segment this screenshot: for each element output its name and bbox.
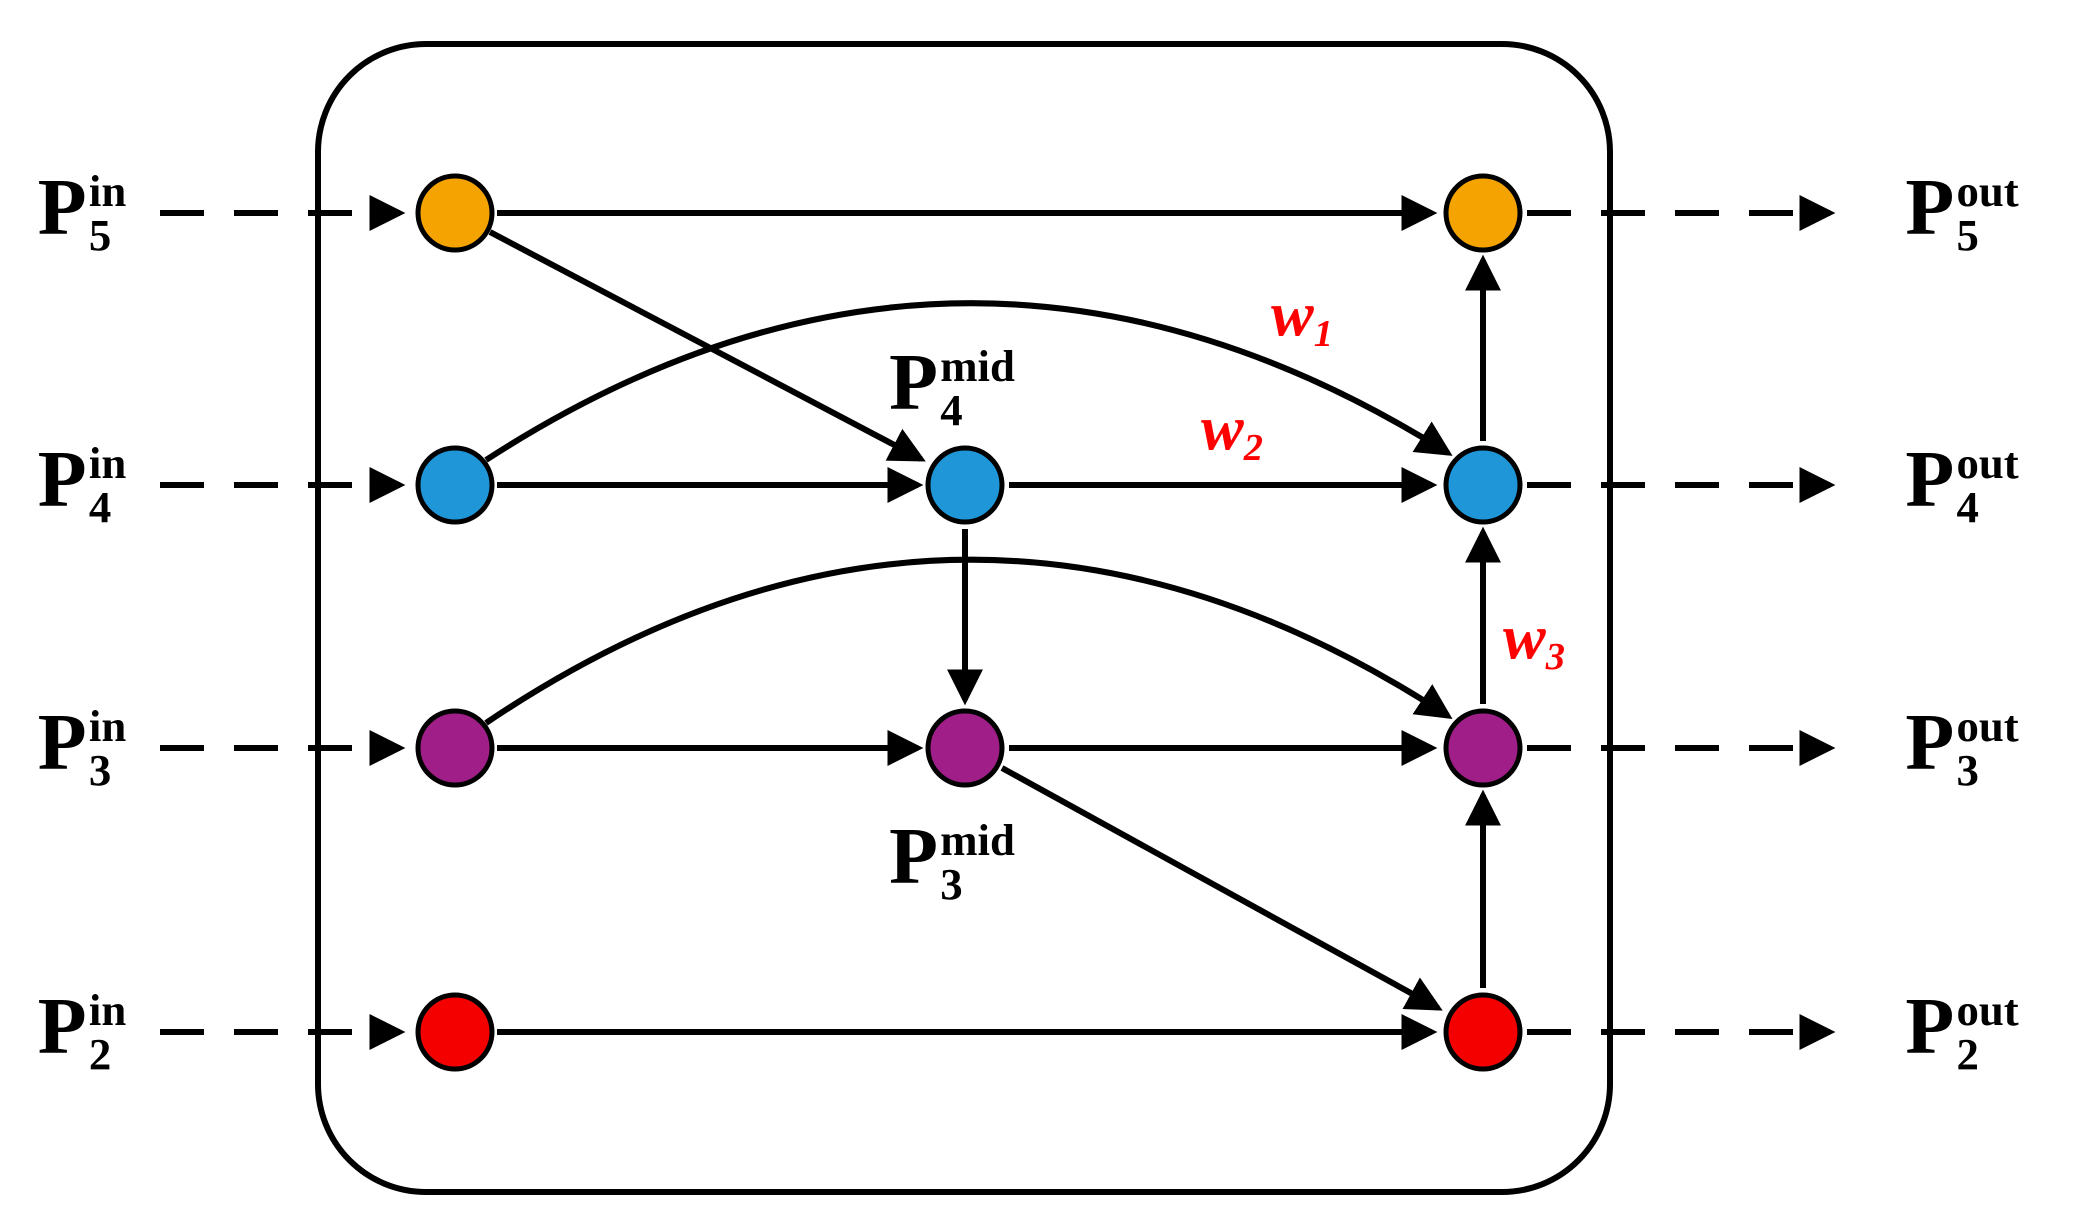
label-base: P xyxy=(37,982,87,1071)
label-base: P xyxy=(1905,982,1955,1071)
weight-sub: 3 xyxy=(1545,636,1565,679)
node-p4-out xyxy=(1443,445,1523,525)
label-sub: 3 xyxy=(88,745,112,796)
weight-base: w xyxy=(1503,601,1546,673)
label-sup: in xyxy=(88,984,127,1035)
label-base: P xyxy=(37,163,87,252)
label-w3: w3 xyxy=(1503,605,1565,676)
node-p4-mid xyxy=(925,445,1005,525)
label-sub: 2 xyxy=(1956,1029,1979,1080)
node-p2-in xyxy=(415,992,495,1072)
label-base: P xyxy=(1905,163,1955,252)
edge-p5in-p4mid xyxy=(488,229,926,462)
label-sub: 3 xyxy=(940,859,963,910)
edge-p3mid-p2out xyxy=(1000,765,1443,1011)
edge-p4in-p4out-skip xyxy=(484,300,1453,463)
label-w2: w2 xyxy=(1201,396,1263,467)
label-sup: mid xyxy=(940,814,1015,865)
weight-base: w xyxy=(1201,392,1244,464)
label-sup: out xyxy=(1956,165,2019,216)
node-p4-in xyxy=(415,445,495,525)
node-p3-out xyxy=(1443,708,1523,788)
node-p5-in xyxy=(415,173,495,253)
label-sup: in xyxy=(88,700,127,751)
label-base: P xyxy=(1905,698,1955,787)
node-p5-out xyxy=(1443,173,1523,253)
label-base: P xyxy=(37,698,87,787)
node-p2-out xyxy=(1443,992,1523,1072)
label-sub: 3 xyxy=(1956,745,1979,796)
label-base: P xyxy=(37,435,87,524)
label-sub: 2 xyxy=(88,1029,112,1080)
label-sub: 5 xyxy=(88,210,112,261)
weight-sub: 2 xyxy=(1243,427,1263,470)
label-sub: 4 xyxy=(88,482,112,533)
label-sup: out xyxy=(1956,984,2019,1035)
weight-base: w xyxy=(1271,278,1314,350)
label-base: P xyxy=(889,338,938,427)
label-base: P xyxy=(1905,435,1955,524)
label-sup: out xyxy=(1956,700,2019,751)
node-p3-mid xyxy=(925,708,1005,788)
label-base: P xyxy=(889,812,938,901)
label-sub: 5 xyxy=(1956,210,1979,261)
label-sup: in xyxy=(88,437,127,488)
label-sup: mid xyxy=(940,340,1015,391)
label-sub: 4 xyxy=(940,385,963,436)
label-w1: w1 xyxy=(1271,282,1333,353)
label-sup: out xyxy=(1956,437,2019,488)
label-sub: 4 xyxy=(1956,482,1979,533)
label-sup: in xyxy=(88,165,127,216)
module-frame xyxy=(315,41,1613,1195)
edge-p3in-p3out-skip xyxy=(484,556,1453,726)
node-p3-in xyxy=(415,708,495,788)
weight-sub: 1 xyxy=(1313,313,1333,356)
